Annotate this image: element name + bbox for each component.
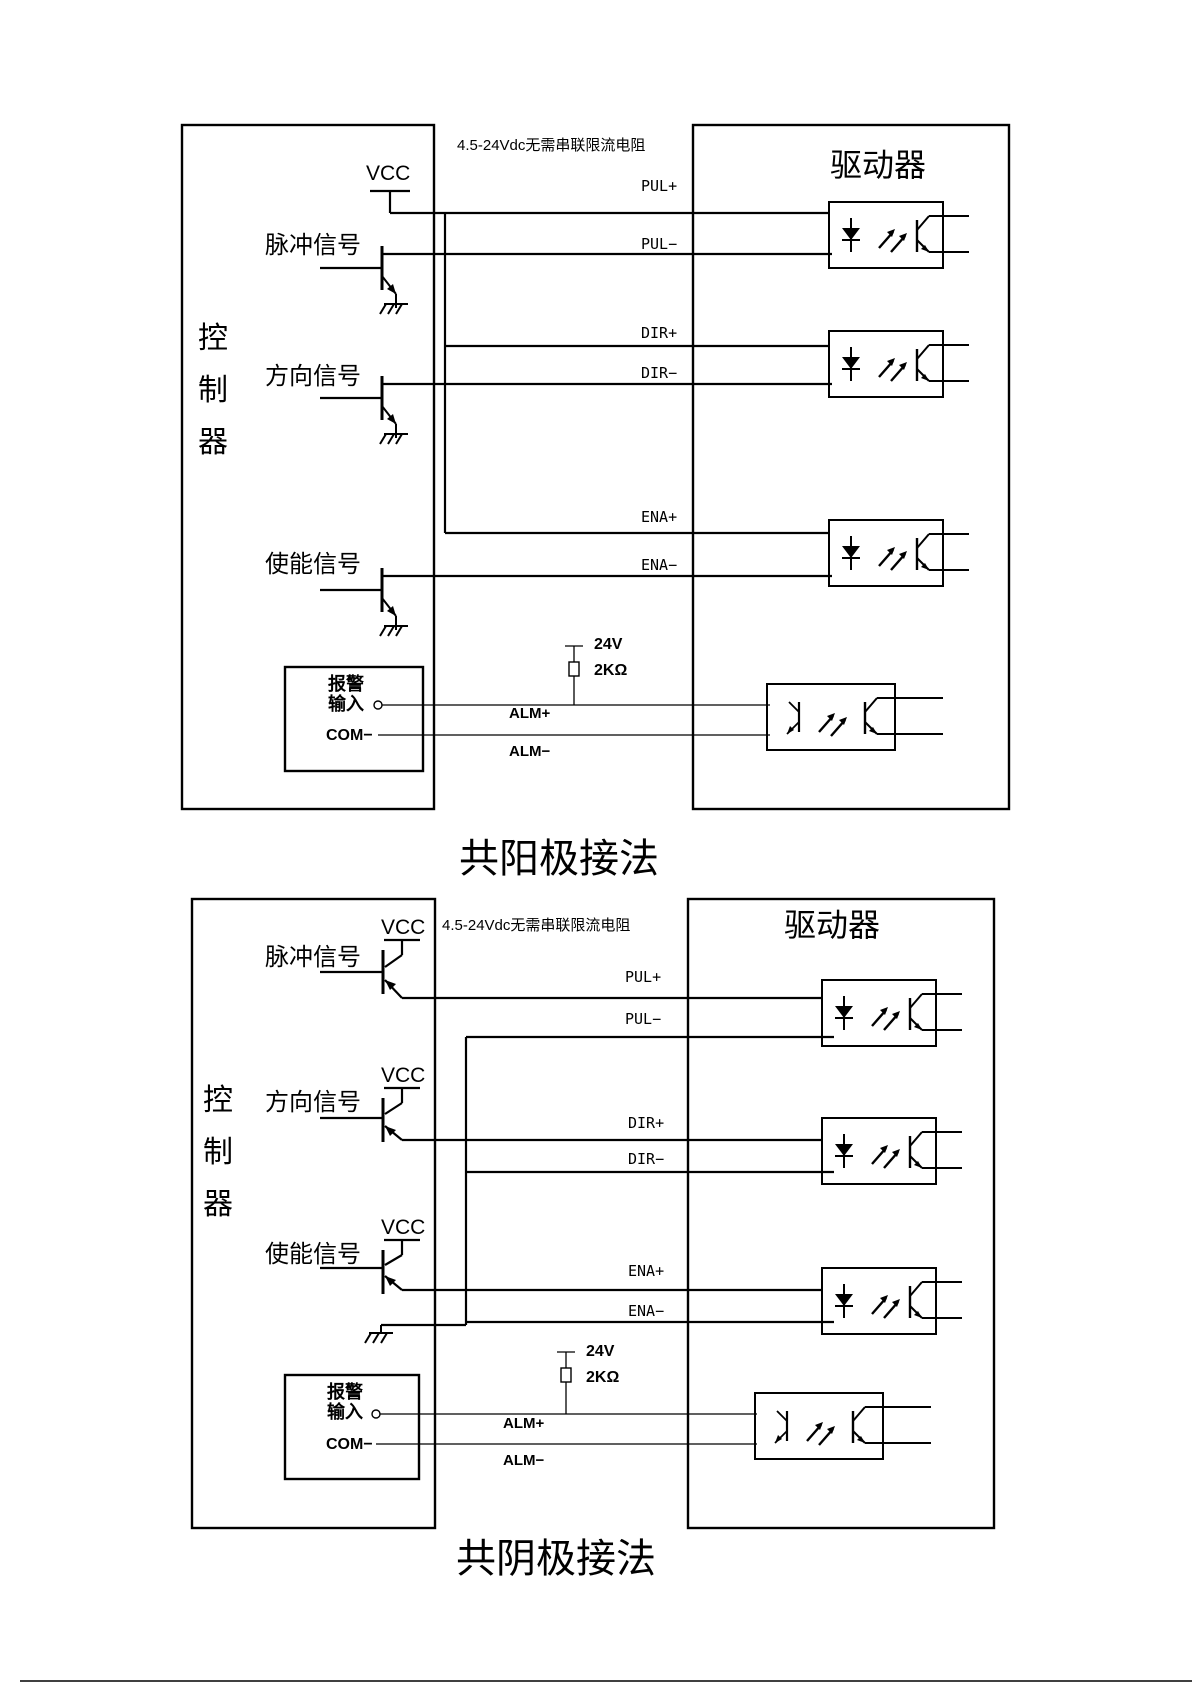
controller-char-2: 制 <box>203 1135 233 1170</box>
dir-plus-label: DIR+ <box>641 324 677 342</box>
alm-plus-label: ALM+ <box>509 705 550 722</box>
alarm-label-line1: 报警 <box>328 673 364 695</box>
controller-char-1: 控 <box>203 1083 233 1118</box>
vcc-label: VCC <box>366 162 410 185</box>
common-cathode-diagram: 4.5-24Vdc无需串联限流电阻 驱动器 控 制 器 VCC VCC VCC … <box>192 899 994 1582</box>
common-anode-caption: 共阳极接法 <box>459 836 659 882</box>
enable-transistor-icon <box>320 1240 822 1294</box>
vcc-label: VCC <box>381 1064 425 1087</box>
enable-transistor-icon <box>382 568 396 630</box>
note-text: 4.5-24Vdc无需串联限流电阻 <box>457 137 645 154</box>
dir-plus-label: DIR+ <box>628 1114 664 1132</box>
vcc-label: VCC <box>381 916 425 939</box>
dir-minus-label: DIR− <box>641 364 677 382</box>
r2k-label: 2KΩ <box>594 662 627 679</box>
controller-char-3: 器 <box>198 425 228 460</box>
com-label: COM− <box>326 1436 373 1453</box>
vcc-label: VCC <box>381 1216 425 1239</box>
pul-plus-label: PUL+ <box>625 968 661 986</box>
ena-plus-label: ENA+ <box>628 1262 664 1280</box>
direction-transistor-icon <box>320 1088 822 1142</box>
enable-optocoupler-icon <box>822 1268 962 1334</box>
controller-char-3: 器 <box>203 1187 233 1222</box>
ena-minus-label: ENA− <box>641 556 677 574</box>
driver-label: 驱动器 <box>784 906 880 944</box>
direction-signal-label: 方向信号 <box>265 362 361 390</box>
direction-optocoupler-icon <box>822 1118 962 1184</box>
pul-plus-label: PUL+ <box>641 177 677 195</box>
pul-minus-label: PUL− <box>641 235 677 253</box>
ground-icon <box>380 296 408 314</box>
controller-box <box>182 125 434 809</box>
alm-plus-label: ALM+ <box>503 1415 544 1432</box>
ground-icon <box>380 618 408 636</box>
pulse-transistor-icon <box>382 246 396 308</box>
ground-icon <box>380 426 408 444</box>
pulse-optocoupler-icon <box>829 202 969 268</box>
direction-signal-label: 方向信号 <box>265 1088 361 1116</box>
controller-char-2: 制 <box>198 373 228 408</box>
alarm-optocoupler-icon <box>767 684 943 750</box>
controller-char-1: 控 <box>198 321 228 356</box>
direction-optocoupler-icon <box>829 331 969 397</box>
pulse-signal-label: 脉冲信号 <box>265 231 361 259</box>
enable-signal-label: 使能信号 <box>265 1240 361 1268</box>
ena-plus-label: ENA+ <box>641 508 677 526</box>
alarm-label-line1: 报警 <box>327 1381 363 1403</box>
com-label: COM− <box>326 727 373 744</box>
alm-minus-label: ALM− <box>503 1452 544 1469</box>
driver-label: 驱动器 <box>830 146 926 184</box>
alarm-optocoupler-icon <box>755 1393 931 1459</box>
note-text: 4.5-24Vdc无需串联限流电阻 <box>442 917 630 934</box>
enable-signal-label: 使能信号 <box>265 550 361 578</box>
pul-minus-label: PUL− <box>625 1010 661 1028</box>
v24-label: 24V <box>586 1343 615 1360</box>
r2k-label: 2KΩ <box>586 1369 619 1386</box>
enable-optocoupler-icon <box>829 520 969 586</box>
dir-minus-label: DIR− <box>628 1150 664 1168</box>
alarm-label-line2: 输入 <box>328 693 364 715</box>
alm-minus-label: ALM− <box>509 743 550 760</box>
common-cathode-caption: 共阴极接法 <box>456 1536 656 1582</box>
pulse-transistor-icon <box>320 940 822 998</box>
ena-minus-label: ENA− <box>628 1302 664 1320</box>
pulse-signal-label: 脉冲信号 <box>265 943 361 971</box>
alarm-label-line2: 输入 <box>327 1401 363 1423</box>
direction-transistor-icon <box>382 376 396 438</box>
pulse-optocoupler-icon <box>822 980 962 1046</box>
ground-icon <box>365 1325 393 1343</box>
v24-label: 24V <box>594 636 623 653</box>
common-anode-diagram: 4.5-24Vdc无需串联限流电阻 驱动器 控 制 器 VCC 脉冲信号 方向信… <box>182 125 1009 882</box>
